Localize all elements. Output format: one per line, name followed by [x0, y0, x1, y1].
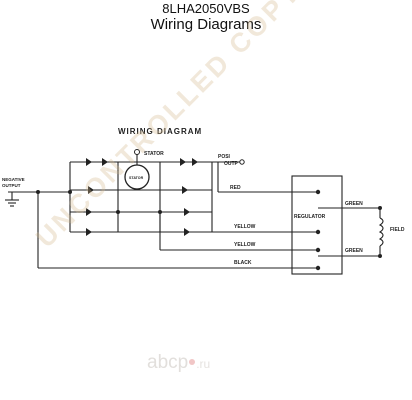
junction-dot — [116, 210, 120, 214]
regulator-terminal-dot — [315, 265, 321, 271]
diode-low-1 — [86, 208, 92, 216]
part-number: 8LHA2050VBS — [162, 1, 250, 16]
junction-dot — [68, 190, 72, 194]
brand-tld: .ru — [196, 357, 211, 371]
abcp-logo: abcp .ru — [147, 352, 210, 374]
yellow-top-label: YELLOW — [234, 224, 256, 230]
green-bottom-label: GREEN — [345, 248, 363, 254]
field-coil — [378, 217, 384, 247]
green-top-label: GREEN — [345, 201, 363, 207]
diagram-title: WIRING DIAGRAM — [118, 127, 202, 136]
diode-low-2 — [184, 208, 190, 216]
diode-mid-2 — [182, 186, 188, 194]
regulator-terminal-dot — [315, 229, 321, 235]
positive-output-terminal — [239, 159, 245, 165]
black-wire-label: BLACK — [234, 260, 252, 266]
field-label: FIELD — [390, 227, 405, 233]
diode-top-4 — [192, 158, 198, 166]
stator-coil-label: STATOR — [129, 176, 144, 180]
regulator-label: REGULATOR — [294, 214, 326, 220]
brand-name: abcp — [147, 352, 189, 373]
green-terminal-dot — [378, 254, 382, 258]
diode-top-3 — [180, 158, 186, 166]
positive-output-label-line1: POSI — [218, 154, 231, 160]
red-wire-label: RED — [230, 185, 241, 191]
stator-coil — [124, 164, 150, 190]
junction-dot — [158, 210, 162, 214]
green-terminal-dot — [378, 206, 382, 210]
diode-bottom-1 — [86, 228, 92, 236]
positive-output-label-line2: OUTP — [224, 161, 239, 167]
regulator-terminal-dot — [315, 189, 321, 195]
page-header: 8LHA2050VBS Wiring Diagrams — [0, 0, 412, 34]
regulator-box — [291, 175, 343, 275]
page-subtitle: Wiring Diagrams — [150, 16, 262, 33]
regulator-terminal-dot — [315, 247, 321, 253]
diode-top-2 — [102, 158, 108, 166]
junction-dot — [36, 190, 40, 194]
diode-mid-1 — [88, 186, 94, 194]
diode-top-1 — [86, 158, 92, 166]
negative-output-label-line2: OUTPUT — [2, 183, 21, 188]
yellow-bottom-label: YELLOW — [234, 242, 256, 248]
negative-output-label-line1: NEGATIVE — [2, 177, 25, 182]
stator-label: STATOR — [144, 151, 164, 157]
stator-terminal — [134, 149, 140, 155]
brand-dot-icon — [189, 358, 196, 365]
diode-bottom-2 — [184, 228, 190, 236]
